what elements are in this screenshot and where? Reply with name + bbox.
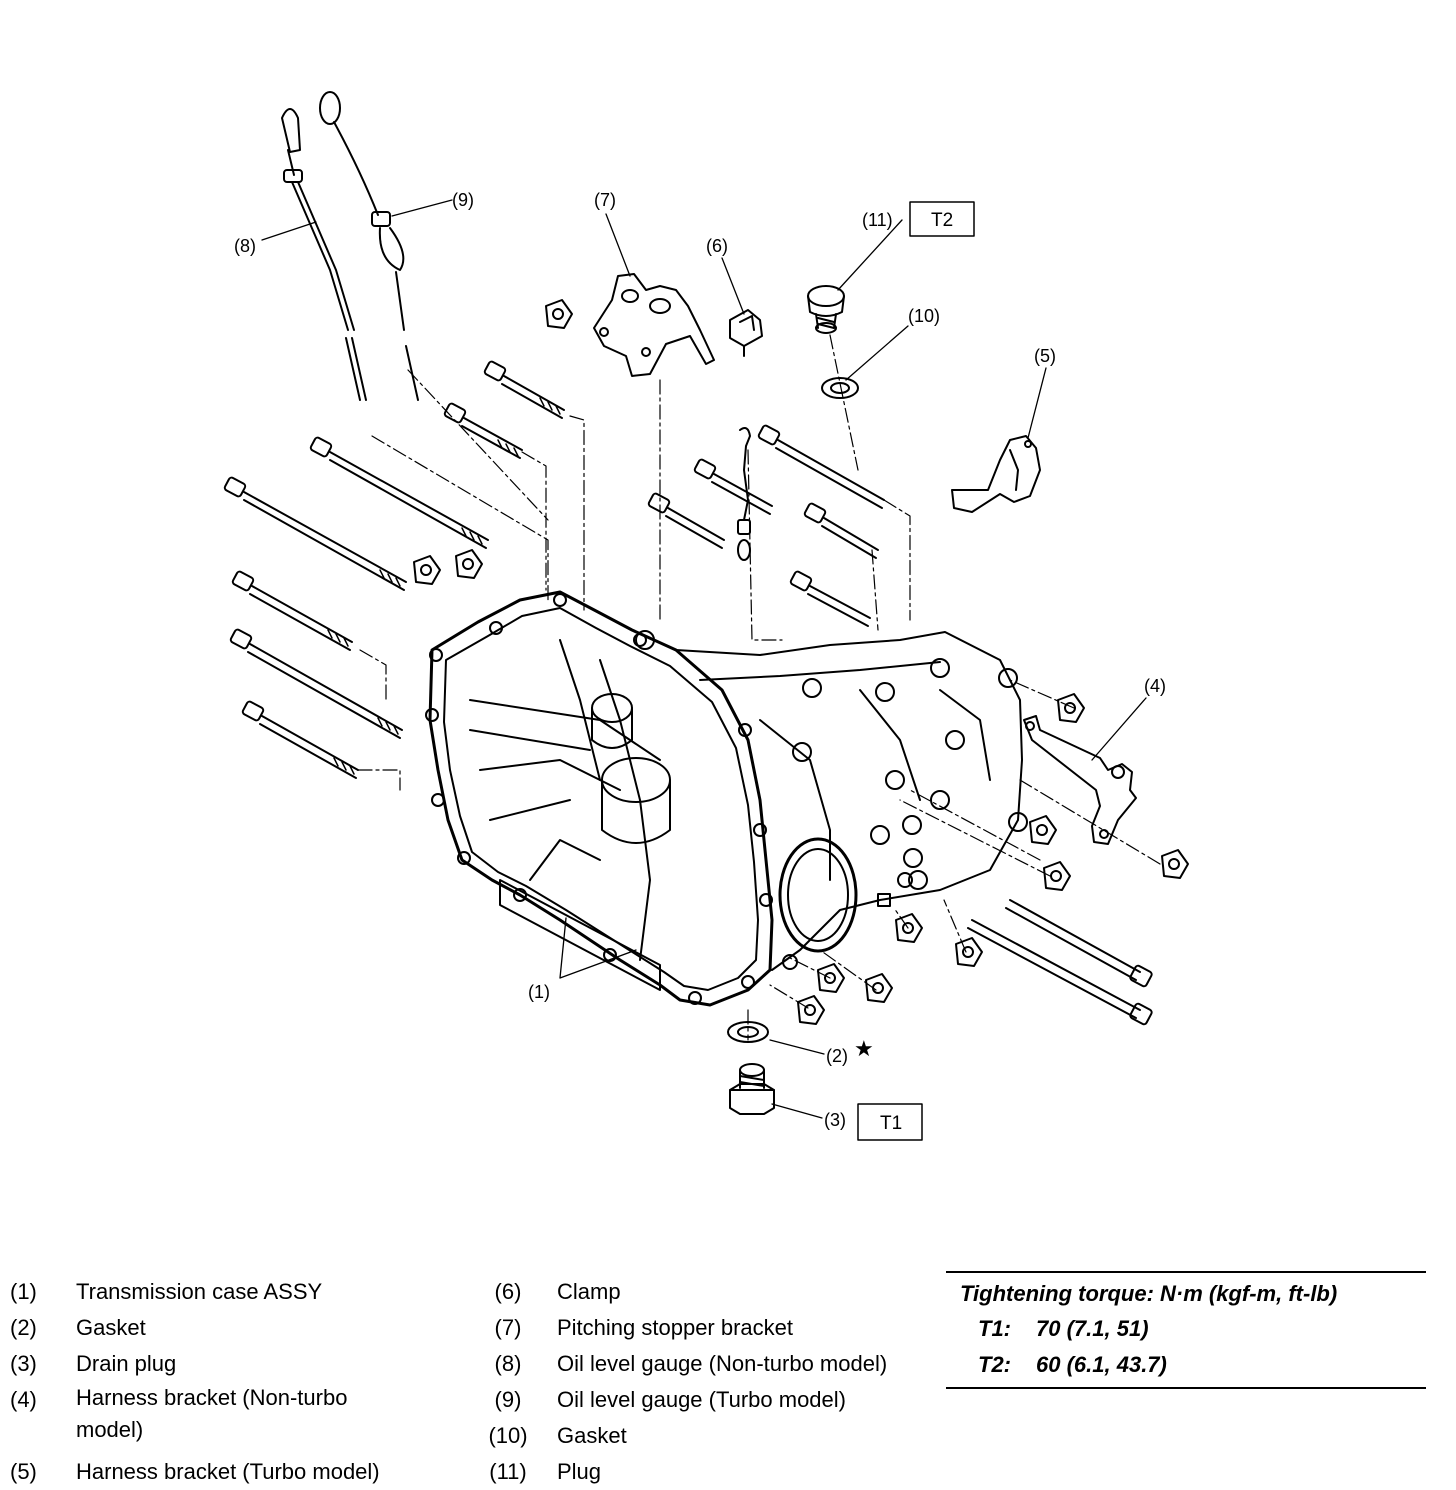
nuts bbox=[413, 299, 1189, 1025]
legend-item: (2) Gasket bbox=[10, 1310, 470, 1346]
legend-item: (9) Oil level gauge (Turbo model) bbox=[483, 1382, 943, 1418]
legend-item: (4) Harness bracket (Non-turbo model) bbox=[10, 1382, 470, 1454]
legend-number: (8) bbox=[494, 1351, 522, 1376]
legend-text: Gasket bbox=[557, 1423, 627, 1448]
torque-value: 70 (7.1, 51) bbox=[1036, 1316, 1149, 1341]
assembly-lines bbox=[357, 334, 1161, 1041]
exploded-view-diagram: (8) (9) (7) (6) (11) (10) (5) (4) (1) (2… bbox=[223, 91, 1189, 1141]
legend-text: Transmission case ASSY bbox=[76, 1279, 323, 1304]
torque-table: Tightening torque: N·m (kgf-m, ft-lb) T1… bbox=[946, 1271, 1426, 1389]
legend-text: Gasket bbox=[76, 1315, 146, 1340]
legend-item: (6) Clamp bbox=[483, 1274, 943, 1310]
legend-text: Drain plug bbox=[76, 1351, 177, 1376]
callout-7: (7) bbox=[594, 190, 616, 210]
long-bolts-right bbox=[647, 424, 1153, 1026]
legend-number: (3) bbox=[10, 1351, 37, 1376]
callout-2: (2) bbox=[826, 1046, 848, 1066]
callout-11: (11) bbox=[862, 210, 893, 230]
torque-value: 60 (6.1, 43.7) bbox=[1036, 1352, 1167, 1377]
callout-6: (6) bbox=[706, 236, 728, 256]
legend-item: (5) Harness bracket (Turbo model) bbox=[10, 1454, 470, 1490]
gasket-2 bbox=[727, 1021, 769, 1043]
legend-number: (10) bbox=[488, 1423, 528, 1448]
legend-text: Pitching stopper bracket bbox=[557, 1315, 794, 1340]
oil-level-gauge-non-turbo bbox=[281, 108, 367, 401]
legend-item: (7) Pitching stopper bracket bbox=[483, 1310, 943, 1346]
harness-bracket-non-turbo bbox=[1023, 715, 1137, 845]
torque-title: Tightening torque: N·m (kgf-m, ft-lb) bbox=[960, 1281, 1338, 1306]
legend-text: Oil level gauge (Non-turbo model) bbox=[557, 1351, 888, 1376]
sensor-wire bbox=[737, 427, 751, 561]
legend-number: (6) bbox=[494, 1279, 522, 1304]
legend-text: Oil level gauge (Turbo model) bbox=[557, 1387, 846, 1412]
legend-number: (5) bbox=[10, 1459, 37, 1484]
oil-level-gauge-turbo bbox=[319, 91, 419, 401]
legend-left: (1) Transmission case ASSY (2) Gasket (3) D… bbox=[10, 1274, 470, 1490]
legend-item: (3) Drain plug bbox=[10, 1346, 470, 1382]
callout-3: (3) bbox=[824, 1110, 846, 1130]
pitching-stopper-bracket bbox=[593, 273, 715, 377]
torque-box-t1-label: T1 bbox=[880, 1113, 902, 1134]
callout-4: (4) bbox=[1144, 676, 1166, 696]
legend-number: (1) bbox=[10, 1279, 37, 1304]
legend-text: Plug bbox=[557, 1459, 602, 1484]
gasket-10 bbox=[821, 377, 859, 399]
legend-item: (1) Transmission case ASSY bbox=[10, 1274, 470, 1310]
callout-1: (1) bbox=[528, 982, 550, 1002]
torque-row-t2: T2: 60 (6.1, 43.7) bbox=[946, 1347, 1426, 1383]
torque-key: T2: bbox=[978, 1352, 1011, 1377]
callout-9: (9) bbox=[452, 190, 474, 210]
callout-10: (10) bbox=[908, 306, 940, 326]
legend-item: (8) Oil level gauge (Non-turbo model) bbox=[483, 1346, 943, 1382]
legend-middle: (6) Clamp (7) Pitching stopper bracket (8)… bbox=[483, 1274, 943, 1490]
torque-box-t2 bbox=[909, 201, 975, 237]
transmission-case bbox=[425, 590, 1028, 1007]
torque-box-t2-label: T2 bbox=[931, 210, 953, 231]
torque-row-t1: T1: 70 (7.1, 51) bbox=[946, 1311, 1426, 1347]
long-bolts-left bbox=[223, 360, 565, 779]
callout-8: (8) bbox=[234, 236, 256, 256]
legend-text: Harness bracket (Non-turbo model) bbox=[76, 1385, 348, 1442]
plug-11 bbox=[807, 285, 845, 334]
star-icon: ★ bbox=[854, 1036, 874, 1061]
torque-box-t1 bbox=[857, 1103, 923, 1141]
clamp bbox=[729, 309, 763, 357]
drain-plug bbox=[729, 1063, 775, 1115]
legend-item: (11) Plug bbox=[483, 1454, 943, 1490]
callout-5: (5) bbox=[1034, 346, 1056, 366]
legend-text: Clamp bbox=[557, 1279, 621, 1304]
legend-number: (4) bbox=[10, 1387, 37, 1412]
legend-item: (10) Gasket bbox=[483, 1418, 943, 1454]
legend-number: (11) bbox=[489, 1459, 527, 1484]
legend-number: (7) bbox=[494, 1315, 522, 1340]
callout-leaders bbox=[261, 199, 1147, 1119]
legend-number: (2) bbox=[10, 1315, 37, 1340]
legend-text: Harness bracket (Turbo model) bbox=[76, 1459, 380, 1484]
legend-number: (9) bbox=[494, 1387, 522, 1412]
torque-key: T1: bbox=[978, 1316, 1011, 1341]
harness-bracket-turbo bbox=[951, 435, 1041, 513]
